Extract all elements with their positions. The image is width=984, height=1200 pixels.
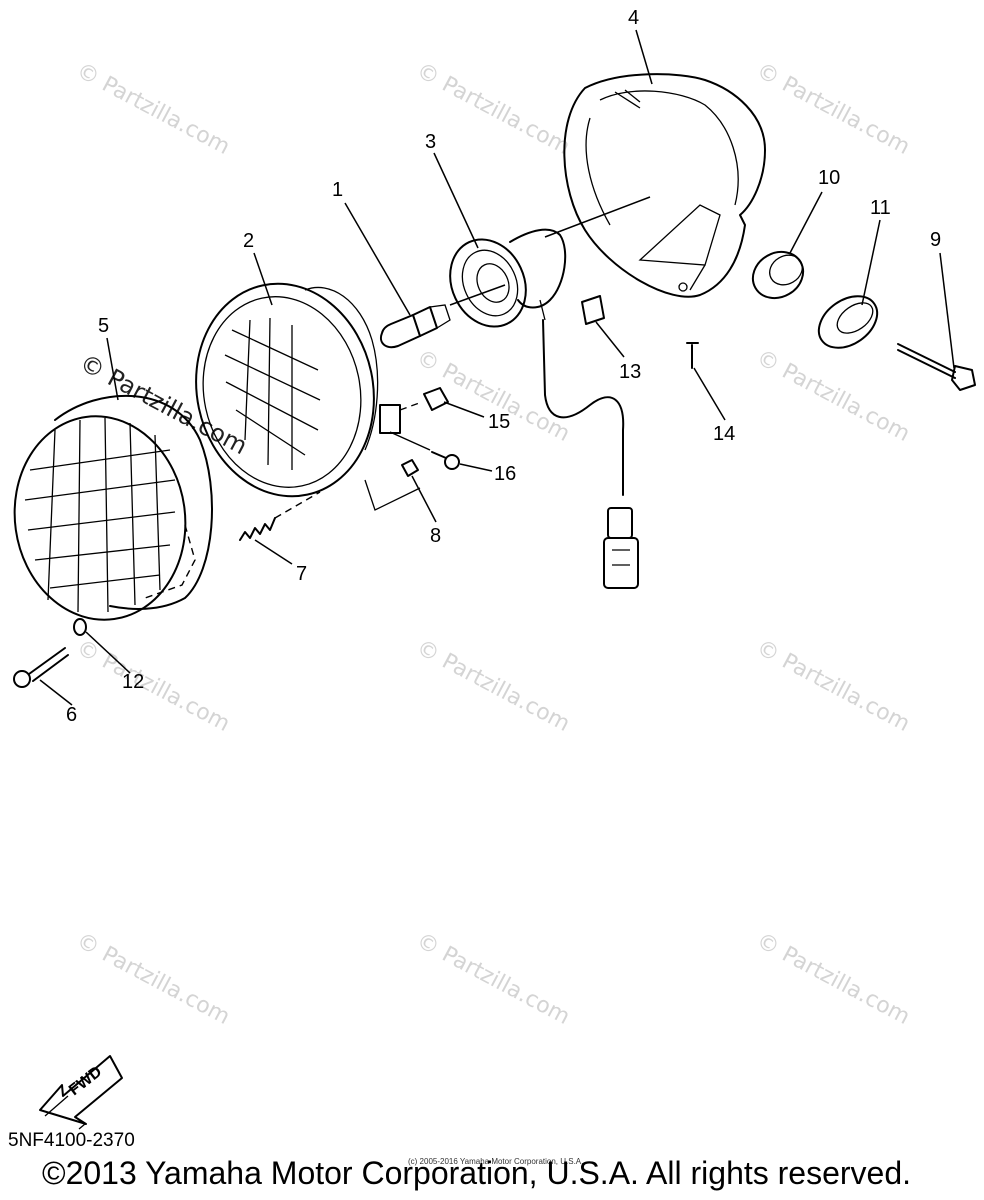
callout-2: 2: [243, 230, 254, 252]
watermark-text: © Partzilla.com: [72, 58, 234, 160]
callout-6: 6: [66, 704, 77, 726]
callout-12: 12: [122, 671, 144, 693]
watermark-text: © Partzilla.com: [752, 928, 914, 1030]
callout-10: 10: [818, 167, 840, 189]
watermark-text: © Partzilla.com: [412, 58, 574, 160]
watermark-text: © Partzilla.com: [752, 635, 914, 737]
watermark-text: © Partzilla.com: [72, 928, 234, 1030]
screw-part-14[interactable]: [686, 342, 699, 369]
callout-9: 9: [930, 229, 941, 251]
forward-direction-arrow: FWD: [39, 1055, 123, 1130]
adjuster-spring-part-7[interactable]: [239, 491, 321, 541]
callout-4: 4: [628, 7, 639, 29]
callout-3: 3: [425, 131, 436, 153]
screw-part-6[interactable]: [13, 647, 69, 688]
headlight-housing-part-4[interactable]: [563, 73, 766, 298]
watermark-text: © Partzilla.com: [752, 58, 914, 160]
headlight-unit-part-2[interactable]: [177, 267, 421, 513]
callout-13: 13: [619, 361, 641, 383]
axis-line: [449, 284, 506, 306]
cover-part-11[interactable]: [809, 286, 887, 359]
callout-1: 1: [332, 179, 343, 201]
small-copyright-text: (c) 2005-2016 Yamaha Motor Corporation, …: [408, 1157, 584, 1166]
clip-part-13[interactable]: [581, 295, 605, 325]
bolt-part-9[interactable]: [897, 343, 976, 391]
headlight-guard-part-5[interactable]: [2, 394, 213, 631]
callout-labels: 1 2 3 4 5 6 7 8 9 10 11 12 13 14 15 16: [66, 7, 941, 726]
bulb-socket-part-3[interactable]: [436, 227, 567, 339]
diagram-code: 5NF4100-2370: [8, 1130, 135, 1151]
callout-8: 8: [430, 525, 441, 547]
fwd-label: FWD: [66, 1063, 105, 1099]
callout-11: 11: [870, 197, 891, 219]
callout-7: 7: [296, 563, 307, 585]
watermark-layer: © Partzilla.com © Partzilla.com © Partzi…: [72, 58, 914, 1030]
axis-line: [544, 196, 651, 238]
leader-lines: [39, 29, 955, 706]
grommet-part-10[interactable]: [744, 243, 811, 307]
bracket-part-15[interactable]: [399, 387, 449, 411]
callout-15: 15: [488, 411, 510, 433]
nut-part-8[interactable]: [401, 459, 419, 477]
wiring-harness: [542, 319, 639, 589]
watermark-text: © Partzilla.com: [412, 928, 574, 1030]
callout-5: 5: [98, 315, 109, 337]
watermark-text: © Partzilla.com: [752, 345, 914, 447]
watermark-text: © Partzilla.com: [72, 635, 234, 737]
headlight-bulb-part-1[interactable]: [380, 304, 451, 349]
callout-14: 14: [713, 423, 735, 445]
washer-part-12[interactable]: [73, 618, 87, 636]
screw-part-16[interactable]: [389, 431, 460, 470]
callout-16: 16: [494, 463, 516, 485]
copyright-notice: ©2013 Yamaha Motor Corporation, U.S.A. A…: [42, 1155, 912, 1191]
watermark-text: © Partzilla.com: [412, 635, 574, 737]
